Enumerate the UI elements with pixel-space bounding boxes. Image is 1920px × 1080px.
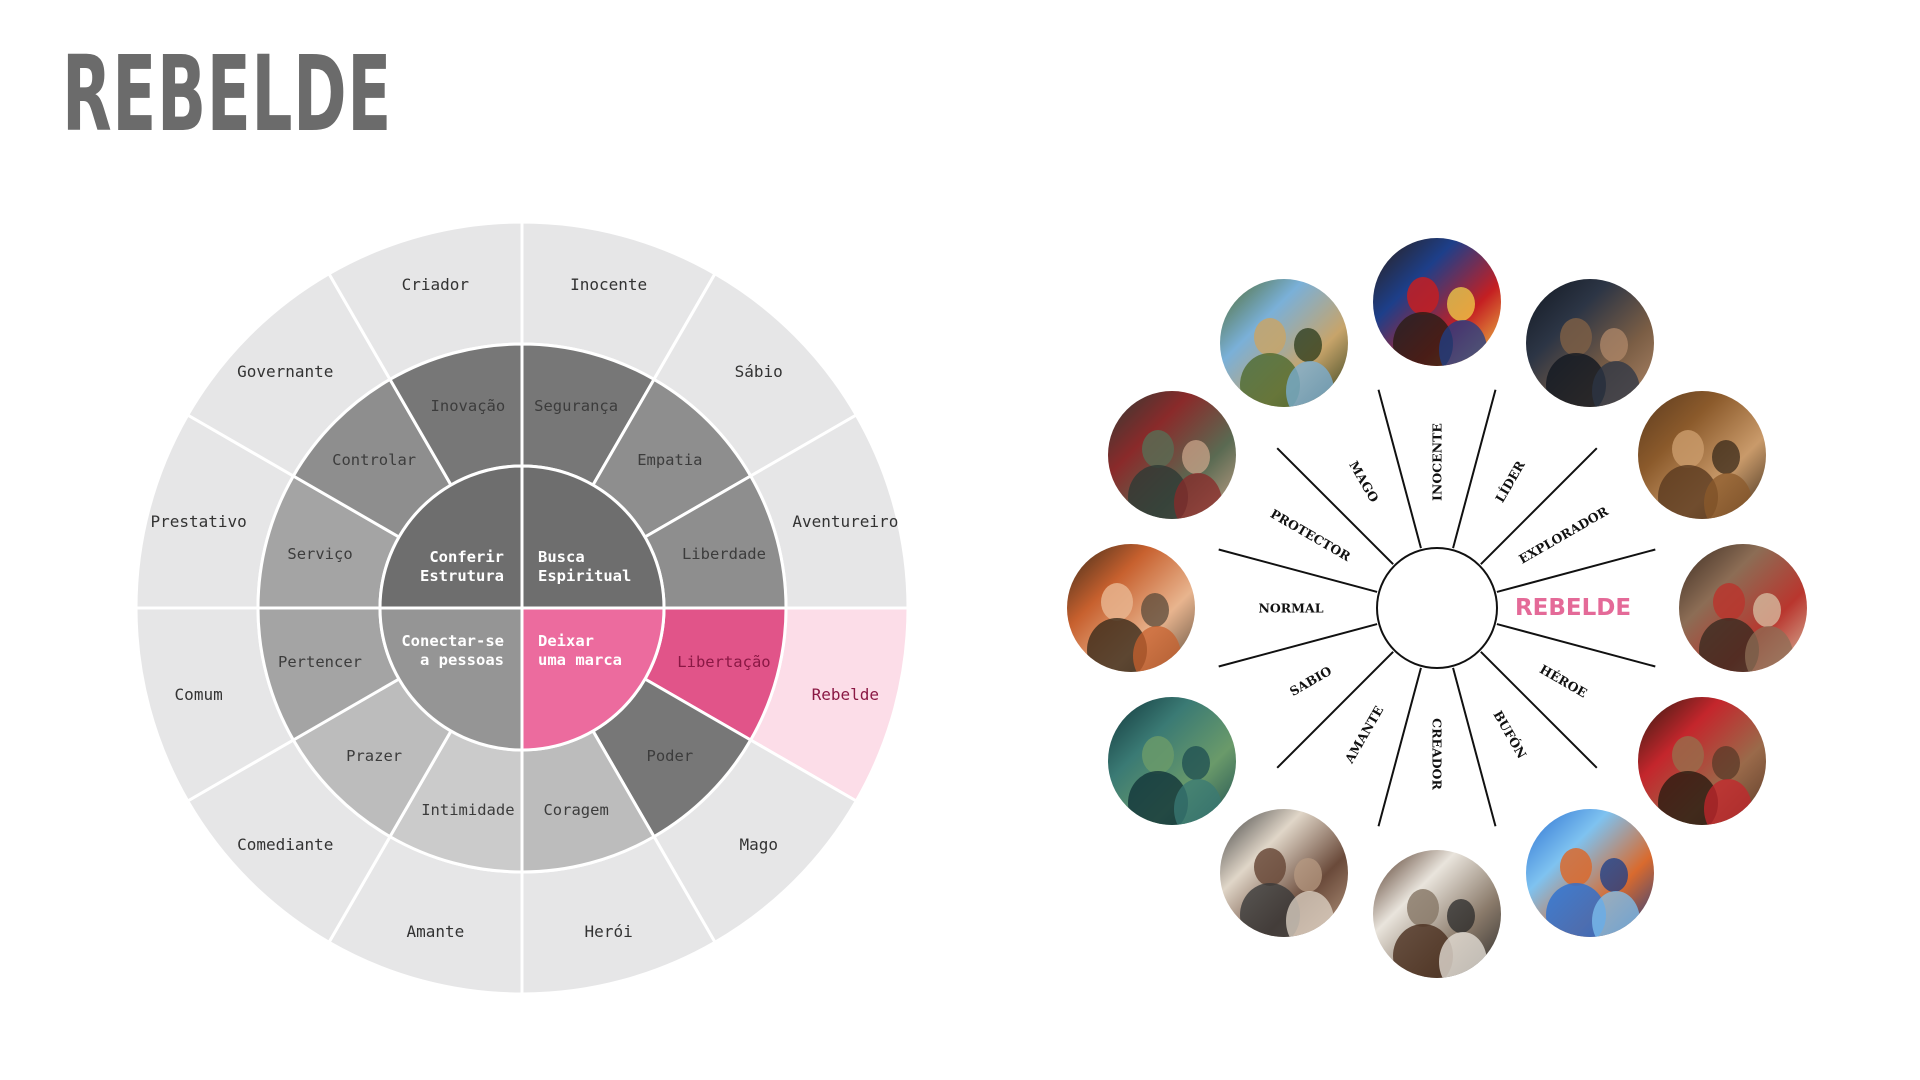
middle-label-controlar: Controlar (332, 451, 416, 469)
outer-label-governante: Governante (237, 362, 333, 381)
archetype-label-normal: NORMAL (1258, 601, 1323, 616)
outer-label-rebelde: Rebelde (812, 685, 879, 704)
romeo-juliet-photo (1220, 809, 1348, 938)
outer-label-heroi: Herói (585, 922, 633, 941)
archetype-label-amante: AMANTE (1341, 703, 1386, 766)
archetype-label-bufon: BUFÓN (1490, 707, 1530, 761)
spoke-line (1496, 548, 1656, 593)
middle-label-seguranca: Segurança (534, 397, 618, 415)
center-label-bottom-right-1: Deixar (538, 632, 594, 650)
snow-white-photo (1373, 238, 1501, 366)
doc-brown-photo (1373, 850, 1501, 978)
archetype-label-lider: LÍDER (1492, 458, 1528, 505)
middle-label-pertencer: Pertencer (278, 653, 362, 671)
archetype-label-mago: MAGO (1346, 458, 1382, 505)
center-quadrant-top-right (520, 464, 666, 610)
highlight-label-rebelde: REBELDE (1515, 595, 1631, 621)
spoke-line (1480, 651, 1598, 769)
archetype-label-heroe: HÉROE (1537, 661, 1590, 700)
archetype-label-sabio: SABIO (1287, 663, 1334, 699)
outer-label-aventureiro: Aventureiro (792, 512, 898, 531)
middle-label-prazer: Prazer (346, 747, 402, 765)
middle-label-liberdade: Liberdade (682, 545, 766, 563)
outer-label-comum: Comum (175, 685, 223, 704)
spoke-line (1377, 667, 1422, 827)
archetype-label-inocente: INOCENTE (1430, 423, 1445, 501)
prison-guard-photo (1526, 278, 1654, 407)
middle-label-empatia: Empatia (637, 451, 702, 469)
spoke-line (1496, 623, 1656, 668)
spoke-line (1276, 447, 1394, 565)
outer-label-mago: Mago (739, 835, 778, 854)
middle-label-libertacao: Libertação (677, 653, 770, 671)
outer-label-sabio: Sábio (735, 362, 783, 381)
finding-nemo-photo (1526, 809, 1654, 938)
yoda-photo (1107, 697, 1236, 825)
spoke-line (1452, 389, 1497, 549)
center-label-top-right-2: Espiritual (538, 567, 631, 585)
outer-label-criador: Criador (402, 275, 470, 294)
center-label-top-left-1: Conferir (429, 548, 504, 566)
spoke-line (1452, 667, 1497, 827)
spoke-line (1480, 447, 1598, 565)
center-quadrant-top-left (378, 464, 524, 610)
archetype-label-protector: PROTECTOR (1268, 506, 1354, 564)
outer-label-prestativo: Prestativo (150, 512, 246, 531)
center-label-bottom-left-1: Conectar-se (401, 632, 504, 650)
jack-sparrow-photo (1679, 544, 1807, 672)
outer-label-inocente: Inocente (570, 275, 647, 294)
middle-label-servico: Serviço (287, 545, 352, 563)
center-label-bottom-left-2: a pessoas (420, 651, 504, 669)
outer-label-comediante: Comediante (237, 835, 333, 854)
center-label-bottom-right-2: uma marca (538, 651, 622, 669)
center-label-top-right-1: Busca (538, 548, 585, 566)
ron-weasley-photo (1067, 544, 1195, 672)
middle-label-intimidade: Intimidade (421, 801, 514, 819)
spoke-line (1377, 389, 1422, 549)
spoke-line (1276, 651, 1394, 769)
mary-poppins-photo (1107, 391, 1236, 519)
middle-label-coragem: Coragem (543, 801, 608, 819)
indiana-jones-photo (1638, 391, 1767, 519)
wizard-of-oz-photo (1220, 278, 1348, 407)
outer-label-amante: Amante (406, 922, 464, 941)
hub-circle (1376, 547, 1498, 669)
center-label-top-left-2: Estrutura (420, 567, 504, 585)
middle-label-inovacao: Inovação (431, 397, 506, 415)
rambo-photo (1638, 697, 1767, 825)
center-quadrant-bottom-left (378, 606, 524, 752)
spoke-line (1218, 548, 1378, 593)
archetype-label-explorador: EXPLORADOR (1516, 503, 1611, 567)
page-title: REBELDE (62, 33, 392, 155)
archetype-label-creador: CREADOR (1430, 718, 1445, 790)
middle-label-poder: Poder (647, 747, 694, 765)
center-quadrant-bottom-right (520, 606, 666, 752)
spoke-line (1218, 623, 1378, 668)
